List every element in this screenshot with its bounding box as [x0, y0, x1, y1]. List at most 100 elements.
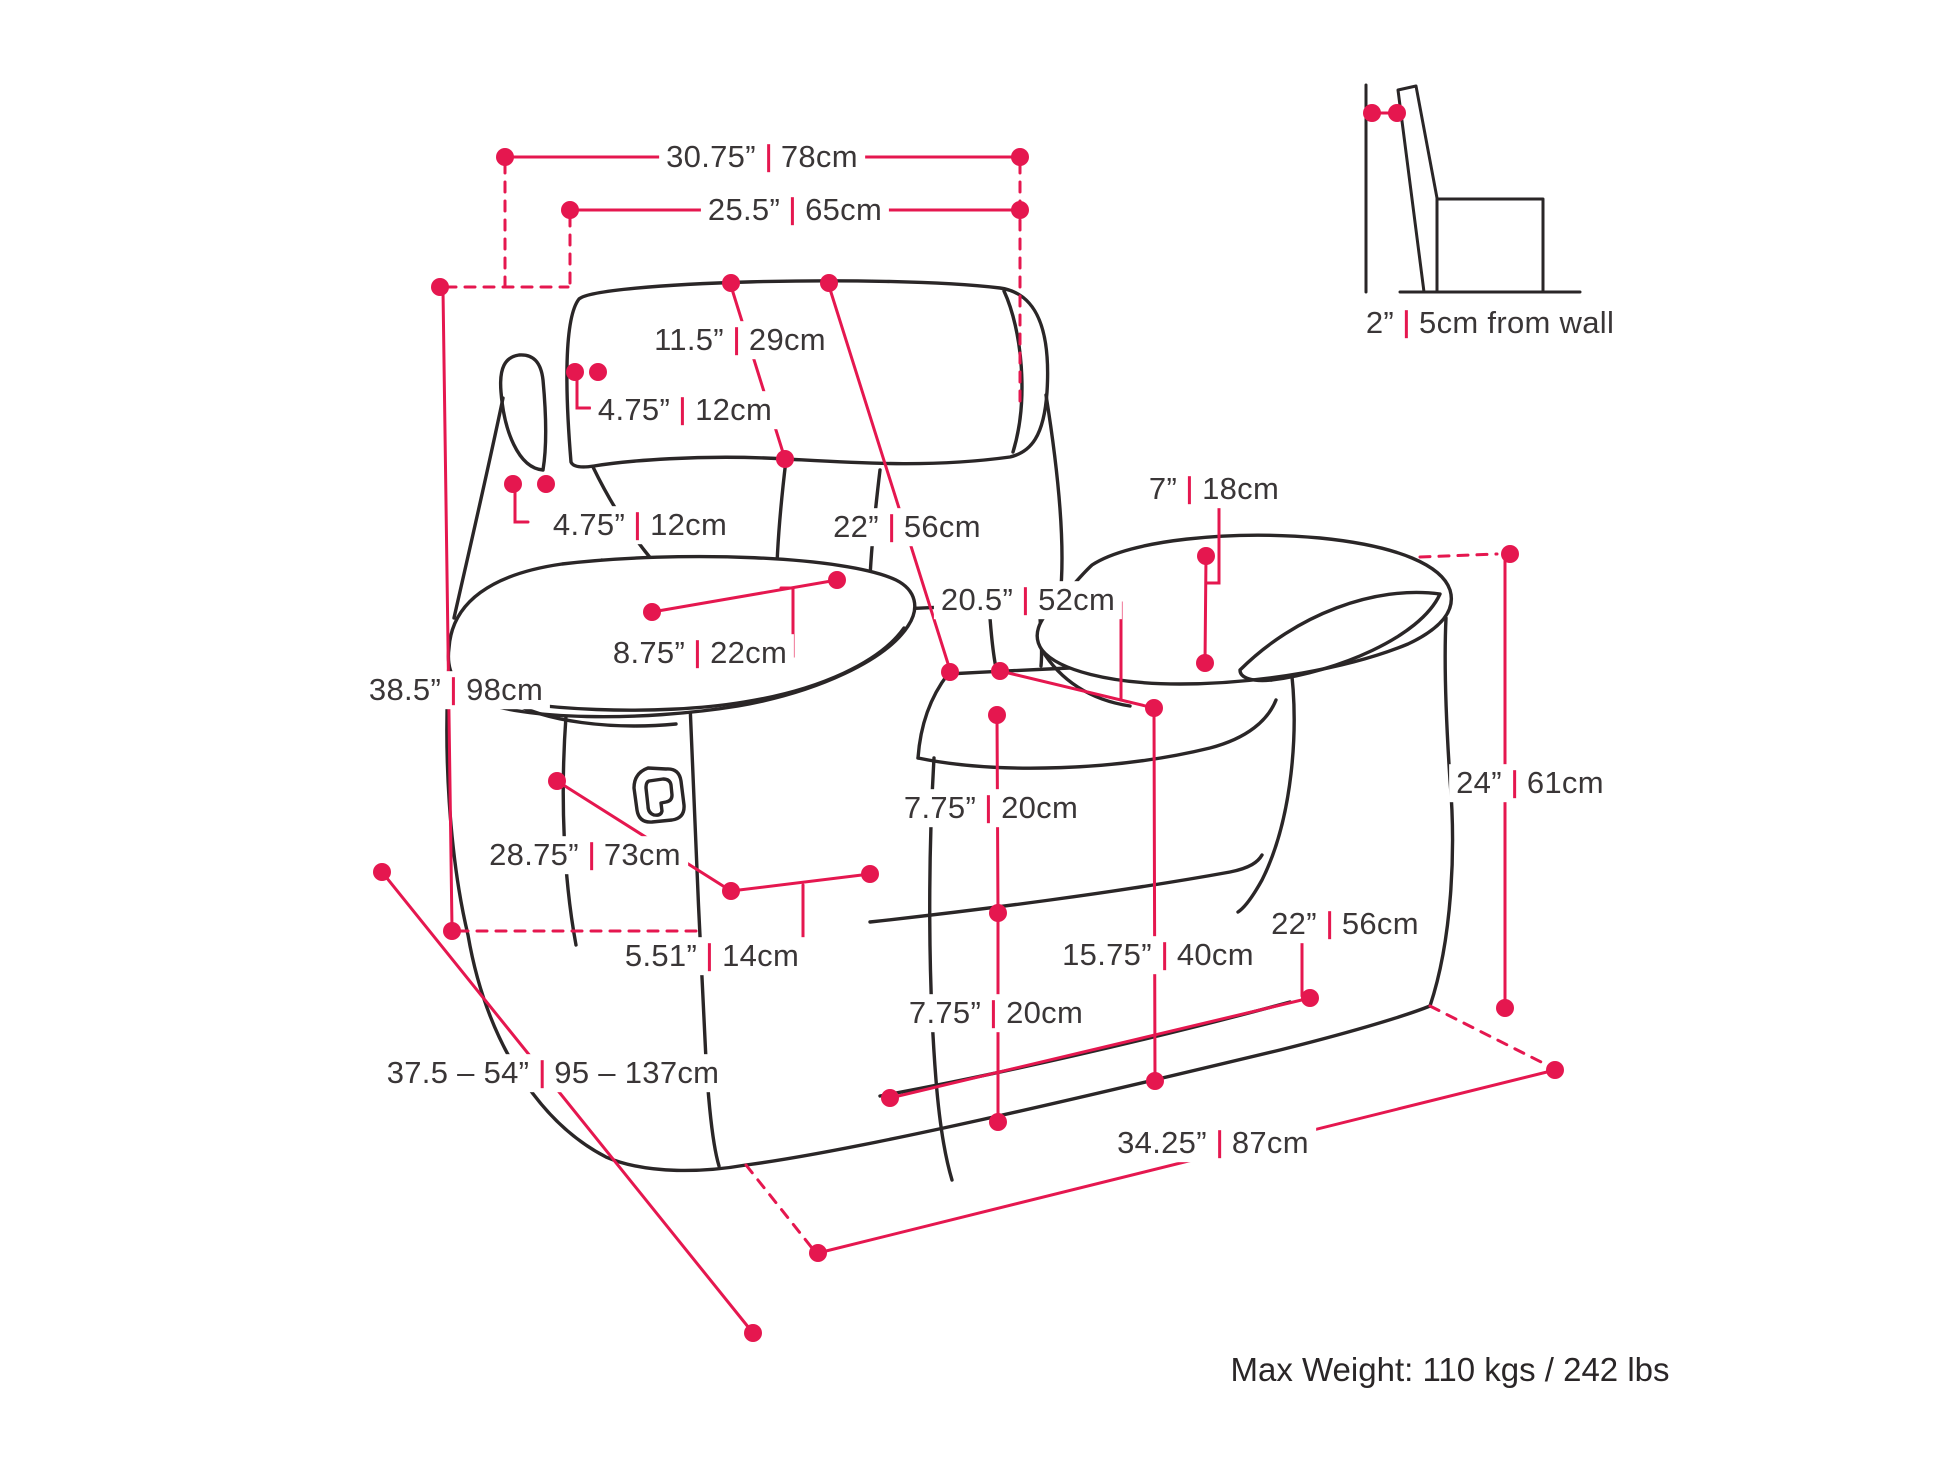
dot — [1196, 654, 1214, 672]
headrest — [567, 281, 1048, 467]
dim-reclined-length: 37.5 – 54”95 – 137cm — [379, 1054, 727, 1092]
dot — [1388, 104, 1406, 122]
dot — [496, 148, 514, 166]
lever-handle-outer — [634, 768, 684, 822]
headrest-seam — [1004, 291, 1022, 452]
dim-skirt-height: 7.75”20cm — [901, 994, 1091, 1032]
line-base-length — [890, 998, 1310, 1098]
dot — [1145, 699, 1163, 717]
right-side-edge — [1430, 618, 1453, 1006]
line-side-gap — [731, 874, 870, 891]
separator-bar — [589, 842, 593, 871]
dot — [1011, 201, 1029, 219]
leader-wing-thickness — [515, 487, 528, 522]
bracket-base-length — [1302, 940, 1317, 996]
dim-arm-pillow-length: 8.75”22cm — [605, 634, 795, 672]
leader-headrest-thickness — [577, 375, 590, 408]
dim-overall-height: 38.5”98cm — [361, 671, 551, 709]
dim-wall-clearance: 2”5cm from wall — [1358, 304, 1622, 342]
dot — [1496, 999, 1514, 1017]
dim-side-gap: 5.51”14cm — [617, 937, 807, 975]
max-weight-note: Max Weight: 110 kgs / 242 lbs — [1230, 1351, 1670, 1388]
dot — [722, 882, 740, 900]
skirt-top-seam — [870, 855, 1262, 922]
line-arm-pillow-height — [1205, 556, 1206, 663]
line-reclined-length — [382, 872, 753, 1333]
dot — [589, 363, 607, 381]
left-side-silhouette — [447, 650, 746, 1170]
separator-bar — [540, 1060, 544, 1089]
dot — [566, 363, 584, 381]
dot — [548, 772, 566, 790]
right-armrest — [1037, 535, 1451, 684]
dim-floor-width: 34.25”87cm — [1110, 1124, 1316, 1162]
separator-bar — [992, 1000, 996, 1029]
leader-arm-pillow-height — [1207, 508, 1219, 583]
separator-bar — [734, 327, 738, 356]
dim-arm-front-height: 24”61cm — [1449, 764, 1611, 802]
separator-bar — [889, 514, 893, 543]
dim-back-height: 22”56cm — [826, 508, 988, 546]
dot — [809, 1244, 827, 1262]
right-armrest-under-seam — [1042, 650, 1130, 706]
separator-bar — [1405, 310, 1409, 339]
dot — [776, 450, 794, 468]
dot — [1363, 104, 1381, 122]
side-chair-backrest — [1398, 86, 1437, 292]
separator-bar — [696, 640, 700, 669]
back-right-edge — [1046, 395, 1062, 598]
separator-bar — [452, 677, 456, 706]
dimension-dots — [373, 104, 1564, 1342]
lever-handle-inner — [646, 779, 672, 815]
line-headrest-depth — [731, 286, 785, 459]
dot — [989, 1113, 1007, 1131]
dot — [991, 662, 1009, 680]
dot — [1011, 148, 1029, 166]
dash-corner-to-floor-width — [746, 1165, 812, 1248]
dot — [537, 475, 555, 493]
right-armrest-leaf-seam — [1240, 592, 1440, 680]
separator-bar — [1162, 942, 1166, 971]
separator-bar — [1217, 1130, 1221, 1159]
dot — [988, 706, 1006, 724]
dot — [1501, 545, 1519, 563]
dot — [373, 863, 391, 881]
seat-front-edge — [918, 700, 1276, 768]
separator-bar — [681, 397, 685, 426]
dot — [744, 1324, 762, 1342]
dash-right-corner-to-floor-width — [1430, 1006, 1549, 1066]
dot — [941, 663, 959, 681]
dim-top-width-inner: 25.5”65cm — [700, 191, 890, 229]
dot — [1546, 1061, 1564, 1079]
dim-base-length: 22”56cm — [1264, 905, 1426, 943]
dim-headrest-depth: 11.5”29cm — [647, 321, 833, 359]
separator-bar — [1188, 476, 1192, 505]
dim-wing-thickness: 4.75”12cm — [545, 506, 735, 544]
separator-bar — [636, 512, 640, 541]
dim-seat-thickness: 7.75”20cm — [896, 789, 1086, 827]
base-bottom-edge — [746, 1006, 1430, 1165]
separator-bar — [1512, 770, 1516, 799]
dash-armrest-to-height-line — [1420, 554, 1497, 557]
footrest-right-edge — [930, 758, 952, 1180]
back-tuft-seam-1 — [990, 618, 996, 668]
side-chair-seat — [1437, 199, 1543, 292]
footrest-left-edge — [690, 704, 719, 1166]
dot — [443, 922, 461, 940]
dot — [989, 904, 1007, 922]
separator-bar — [791, 197, 795, 226]
dim-side-length: 28.75”73cm — [482, 836, 688, 874]
separator-bar — [1327, 911, 1331, 940]
dot — [722, 274, 740, 292]
dim-base-height: 15.75”40cm — [1055, 936, 1261, 974]
dot — [1301, 989, 1319, 1007]
line-overall-height — [443, 290, 452, 928]
line-arm-pillow-length — [652, 580, 837, 612]
line-side-length — [557, 781, 731, 891]
seat-front-left-edge — [918, 674, 948, 758]
separator-bar — [708, 943, 712, 972]
line-base-height — [1154, 708, 1155, 1081]
dim-top-width-outer: 30.75”78cm — [659, 138, 865, 176]
